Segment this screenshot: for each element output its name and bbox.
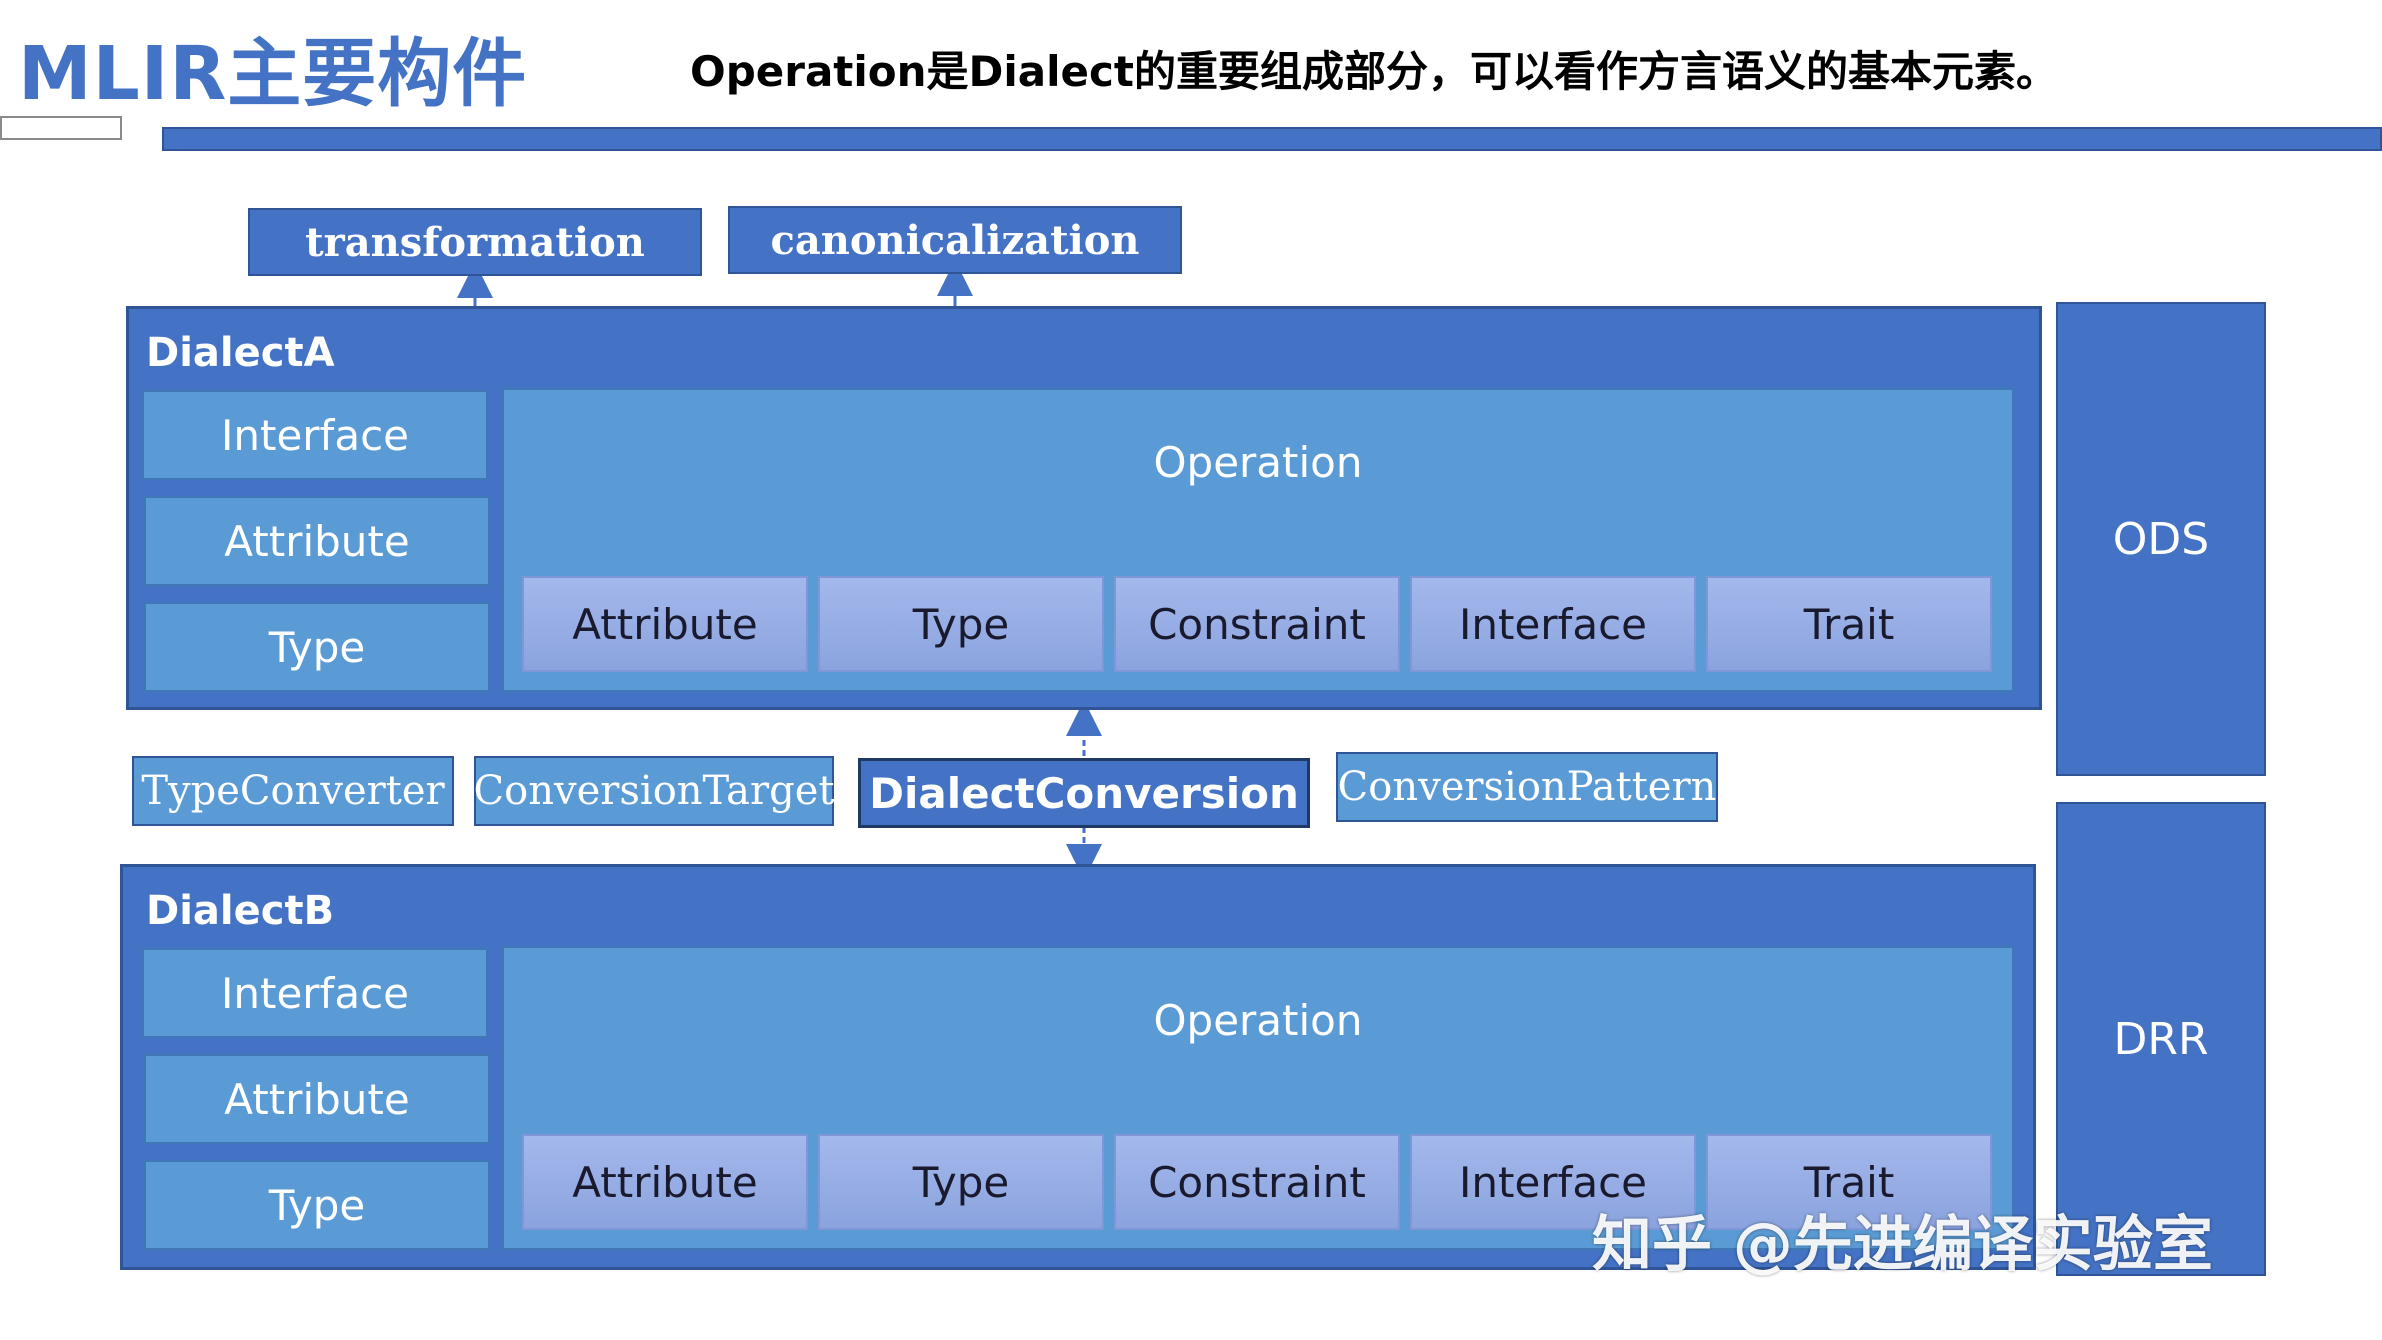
type-converter-box: TypeConverter	[132, 756, 454, 826]
dialect-b-op-type: Type	[818, 1134, 1104, 1230]
dialect-b-type: Type	[144, 1160, 490, 1250]
drr-box: DRR	[2056, 802, 2266, 1276]
watermark-text: 知乎 @先进编译实验室	[1592, 1210, 2213, 1280]
dialect-b-name: DialectB	[146, 888, 335, 934]
dialect-a-op-type: Type	[818, 576, 1104, 672]
conversion-pattern-box: ConversionPattern	[1336, 752, 1718, 822]
page-subtitle: Operation是Dialect的重要组成部分，可以看作方言语义的基本元素。	[690, 47, 2058, 96]
transformation-box: transformation	[248, 208, 702, 276]
title-decoration-box	[0, 116, 122, 140]
page-title: MLIR主要构件	[18, 31, 528, 117]
dialect-b-operation-label: Operation	[1153, 996, 1363, 1045]
dialect-a-op-interface: Interface	[1410, 576, 1696, 672]
dialect-a-op-trait: Trait	[1706, 576, 1992, 672]
dialect-a-operation-label: Operation	[1153, 438, 1363, 487]
title-underline-bar	[162, 127, 2382, 151]
dialect-a-type: Type	[144, 602, 490, 692]
dialect-conversion-box: DialectConversion	[858, 758, 1310, 828]
canonicalization-box: canonicalization	[728, 206, 1182, 274]
dialect-a-op-attribute: Attribute	[522, 576, 808, 672]
dialect-b-interface: Interface	[142, 948, 488, 1038]
dialect-b-op-constraint: Constraint	[1114, 1134, 1400, 1230]
dialect-b-op-attribute: Attribute	[522, 1134, 808, 1230]
dialect-a-name: DialectA	[146, 330, 335, 376]
dialect-a-attribute: Attribute	[144, 496, 490, 586]
dialect-b-attribute: Attribute	[144, 1054, 490, 1144]
dialect-b-op-interface: Interface	[1410, 1134, 1696, 1230]
ods-box: ODS	[2056, 302, 2266, 776]
dialect-b-op-trait: Trait	[1706, 1134, 1992, 1230]
dialect-a-op-constraint: Constraint	[1114, 576, 1400, 672]
conversion-target-box: ConversionTarget	[474, 756, 834, 826]
dialect-a-interface: Interface	[142, 390, 488, 480]
